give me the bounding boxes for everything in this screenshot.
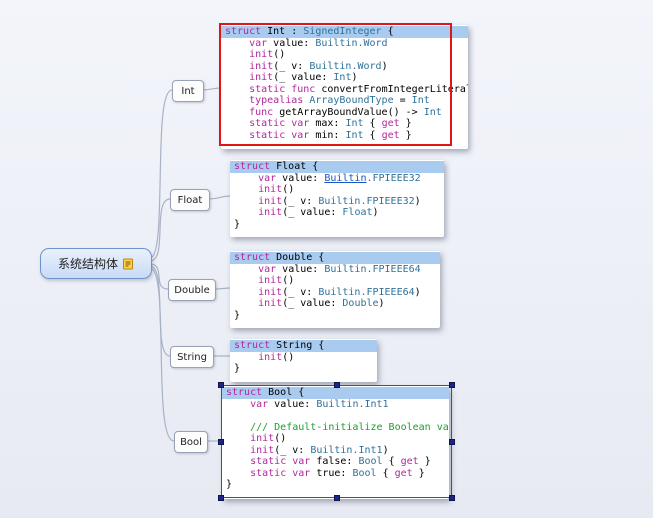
topic-label: String <box>177 351 207 363</box>
code-line: struct String { <box>230 340 377 352</box>
code-line: init(_ v: Builtin.FPIEEE64) <box>258 286 421 298</box>
code-line: static var min: Int { get } <box>249 129 412 141</box>
code-line: init() <box>250 433 287 444</box>
code-line: static var false: Bool { get } <box>250 456 431 467</box>
code-line: static var max: Int { get } <box>249 118 412 129</box>
topic-node-string[interactable]: String <box>170 346 214 368</box>
code-line: init() <box>258 184 295 195</box>
connector-line <box>207 195 231 200</box>
code-line: static var true: Bool { get } <box>250 467 425 479</box>
connector-line <box>149 198 171 262</box>
code-line <box>222 410 449 422</box>
code-line: init(_ v: Builtin.Word) <box>249 60 388 72</box>
topic-node-float[interactable]: Float <box>170 189 210 211</box>
root-topic-label: 系统结构体 <box>57 257 118 271</box>
note-icon[interactable] <box>122 258 134 270</box>
topic-label: Float <box>177 194 203 206</box>
connector-line <box>149 267 175 442</box>
connector-line <box>149 89 173 259</box>
code-line: struct Double { <box>230 252 440 264</box>
connector-line <box>213 287 231 290</box>
code-line: } <box>234 218 241 230</box>
code-line: var value: Builtin.Word <box>249 37 388 49</box>
code-line: /// Default-initialize Boolean va <box>226 421 449 433</box>
code-line: struct Float { <box>230 161 444 173</box>
code-line: init() <box>249 49 286 60</box>
code-line: init() <box>258 275 295 286</box>
code-box-int[interactable]: struct Int : SignedInteger { var value: … <box>221 25 468 149</box>
code-line: var value: Builtin.FPIEEE64 <box>258 263 421 275</box>
code-line: init() <box>258 351 295 363</box>
code-box-double[interactable]: struct Double { var value: Builtin.FPIEE… <box>230 251 440 328</box>
topic-label: Double <box>174 284 210 296</box>
code-line: typealias ArrayBoundType = Int <box>249 95 430 106</box>
topic-node-int[interactable]: Int <box>172 80 204 102</box>
code-line: init(_ v: Builtin.Int1) <box>250 444 389 456</box>
code-line: struct Bool { <box>222 387 449 399</box>
code-line: init(_ v: Builtin.FPIEEE32) <box>258 195 421 207</box>
topic-label: Int <box>181 85 195 97</box>
code-box-float[interactable]: struct Float { var value: Builtin.FPIEEE… <box>230 160 444 237</box>
code-line: var value: Builtin.FPIEEE32 <box>258 172 421 184</box>
code-line: init(_ value: Float) <box>258 207 379 218</box>
code-line: struct Int : SignedInteger { <box>221 26 468 38</box>
code-line: var value: Builtin.Int1 <box>250 398 389 410</box>
code-line: init(_ value: Double) <box>258 298 385 309</box>
code-line: func getArrayBoundValue() -> Int <box>249 106 442 118</box>
connector-line <box>149 263 169 290</box>
code-line: } <box>234 363 241 374</box>
code-box-bool[interactable]: struct Bool { var value: Builtin.Int1 //… <box>222 386 449 499</box>
connector-line <box>201 87 222 91</box>
code-line: init(_ value: Int) <box>249 72 358 83</box>
topic-node-double[interactable]: Double <box>168 279 216 301</box>
topic-node-bool[interactable]: Bool <box>174 431 208 453</box>
code-line: static func convertFromIntegerLiteral(va… <box>249 83 468 95</box>
code-box-string[interactable]: struct String { init()} <box>230 339 377 382</box>
root-topic-node[interactable]: 系统结构体 <box>40 248 152 279</box>
code-line: } <box>234 309 241 321</box>
code-line: } <box>226 479 233 490</box>
topic-label: Bool <box>180 436 202 448</box>
